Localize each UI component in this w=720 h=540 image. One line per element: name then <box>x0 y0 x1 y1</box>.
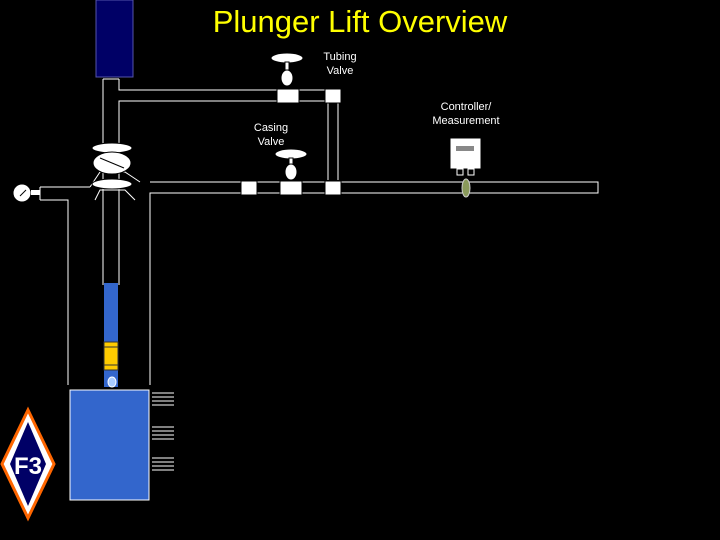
perforations <box>152 392 174 471</box>
bumper-spring <box>107 376 117 388</box>
f3-diamond-logo: F3 <box>0 406 56 522</box>
lubricator <box>95 0 134 78</box>
flowline-fitting-right <box>324 180 342 196</box>
flowline-fitting-left <box>240 180 258 196</box>
reservoir-fluid <box>69 389 150 501</box>
plunger <box>103 341 119 371</box>
pressure-gauge-icon <box>12 183 40 203</box>
meter-orifice-plate <box>461 178 471 198</box>
slide-title: Plunger Lift Overview <box>212 4 508 39</box>
casing-valve-label: Casing Valve <box>253 122 289 148</box>
casing-valve <box>274 148 308 196</box>
controller-box-icon <box>449 137 482 176</box>
casing-wellbore <box>39 171 599 385</box>
tubing-tee-fitting <box>324 88 342 104</box>
tubing-fluid <box>104 283 118 387</box>
svg-text:F3: F3 <box>14 453 42 480</box>
tubing-valve-label: Tubing Valve <box>323 51 357 77</box>
master-valve <box>91 142 133 190</box>
tubing-valve <box>270 52 304 104</box>
controller-label: Controller/ Measurement <box>432 101 500 127</box>
